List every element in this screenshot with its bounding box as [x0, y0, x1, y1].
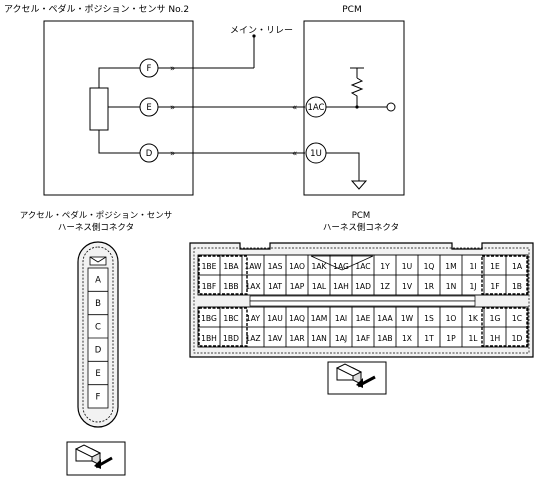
svg-text:»: » — [170, 149, 175, 159]
pcm-pin-1aq: 1AQ — [289, 314, 305, 323]
svg-text:1AC: 1AC — [307, 103, 324, 113]
pcm-pin-1ai: 1AI — [335, 314, 347, 323]
sensor-box — [43, 20, 194, 196]
pcm-pin-1bc: 1BC — [223, 314, 238, 323]
pcm-pin-1ao: 1AO — [289, 262, 305, 271]
left-connector-caption-1: アクセル・ペダル・ポジション・センサ — [20, 210, 173, 221]
svg-text:D: D — [146, 149, 153, 159]
pcm-pin-1m: 1M — [445, 262, 456, 271]
pcm-pullup-resistor — [350, 77, 364, 107]
connector-view-icon-pcm — [327, 361, 387, 395]
pcm-pin-1ah: 1AH — [333, 282, 349, 291]
left-connector-caption-2: ハーネス側コネクタ — [58, 222, 134, 233]
pcm-pin-1bb: 1BB — [223, 282, 238, 291]
pcm-pin-1al: 1AL — [312, 282, 327, 291]
pcm-pin-1bf: 1BF — [202, 282, 216, 291]
pcm-pin-1g: 1G — [490, 314, 501, 323]
pcm-pin-1y: 1Y — [380, 262, 390, 271]
pcm-pin-1i: 1I — [469, 262, 476, 271]
svg-text:1U: 1U — [310, 149, 322, 159]
sensor-title: アクセル・ペダル・ポジション・センサ No.2 — [4, 3, 189, 15]
pcm-pin-1bd: 1BD — [223, 334, 239, 343]
svg-text:F: F — [147, 64, 152, 74]
pcm-pin-1aa: 1AA — [377, 314, 393, 323]
pcm-pin-1c: 1C — [512, 314, 522, 323]
pcm-pin-1aj: 1AJ — [335, 334, 347, 343]
pcm-pin-1az: 1AZ — [245, 334, 260, 343]
pcm-pin-1r: 1R — [424, 282, 435, 291]
pcm-pin-1am: 1AM — [311, 314, 328, 323]
pcm-reference-output — [386, 102, 396, 112]
pcm-pin-1e: 1E — [490, 262, 500, 271]
pcm-pin-1l: 1L — [468, 334, 478, 343]
pcm-pin-1p: 1P — [446, 334, 456, 343]
pcm-pin-1f: 1F — [490, 282, 499, 291]
svg-text:E: E — [146, 103, 151, 113]
pcm-pin-1d: 1D — [512, 334, 523, 343]
pcm-title: PCM — [342, 5, 361, 15]
pcm-pin-1ab: 1AB — [377, 334, 392, 343]
pcm-pin-1as: 1AS — [268, 262, 283, 271]
sensor-pin-e: E — [95, 369, 100, 379]
pcm-pin-1z: 1Z — [380, 282, 390, 291]
pcm-box — [303, 20, 405, 196]
pcm-pin-1at: 1AT — [268, 282, 282, 291]
pcm-pin-1av: 1AV — [268, 334, 284, 343]
pcm-pin-1ad: 1AD — [355, 282, 371, 291]
pcm-pin-1ay: 1AY — [246, 314, 260, 323]
sensor-pin-a: A — [95, 276, 101, 286]
pcm-pin-1ar: 1AR — [289, 334, 305, 343]
pcm-pin-1v: 1V — [402, 282, 413, 291]
pcm-pin-1u: 1U — [402, 262, 412, 271]
svg-text:»: » — [170, 64, 175, 74]
pcm-pin-1ae: 1AE — [356, 314, 371, 323]
pcm-pin-1ak: 1AK — [311, 262, 327, 271]
sensor-pin-b: B — [95, 299, 101, 309]
pcm-pin-1h: 1H — [490, 334, 501, 343]
pcm-pin-1t: 1T — [424, 334, 434, 343]
pcm-pin-1aw: 1AW — [244, 262, 262, 271]
pcm-pin-1a: 1A — [512, 262, 523, 271]
pcm-pin-1q: 1Q — [424, 262, 435, 271]
pcm-pin-1bg: 1BG — [201, 314, 217, 323]
pcm-pin-1o: 1O — [446, 314, 457, 323]
sensor-pin-f: F — [96, 392, 101, 402]
right-connector-caption-1: PCM — [352, 211, 370, 221]
pcm-pin-1af: 1AF — [356, 334, 370, 343]
pcm-pin-1ac: 1AC — [355, 262, 370, 271]
svg-text:«: « — [292, 149, 297, 159]
pcm-pin-1ag: 1AG — [333, 262, 349, 271]
sensor-resistor — [89, 87, 109, 131]
svg-text:«: « — [292, 103, 297, 113]
pcm-pin-1au: 1AU — [267, 314, 283, 323]
ground-icon — [350, 180, 368, 190]
pcm-pin-1w: 1W — [401, 314, 414, 323]
pcm-pin-1an: 1AN — [311, 334, 327, 343]
sensor-pin-c: C — [95, 322, 101, 332]
pcm-pin-1ba: 1BA — [223, 262, 239, 271]
main-relay-label: メイン・リレー — [230, 26, 293, 36]
pcm-pin-1n: 1N — [446, 282, 457, 291]
svg-text:»: » — [170, 103, 175, 113]
pcm-pin-1j: 1J — [469, 282, 476, 291]
connector-view-icon — [66, 441, 126, 476]
pcm-pin-1b: 1B — [512, 282, 522, 291]
pcm-pin-1x: 1X — [402, 334, 412, 343]
pcm-pin-1bh: 1BH — [201, 334, 217, 343]
pcm-pin-1be: 1BE — [202, 262, 217, 271]
pcm-pin-1ax: 1AX — [245, 282, 260, 291]
pcm-pin-1s: 1S — [424, 314, 434, 323]
pcm-pin-1k: 1K — [468, 314, 479, 323]
sensor-pin-d: D — [95, 346, 102, 356]
pcm-pin-1ap: 1AP — [290, 282, 305, 291]
right-connector-caption-2: ハーネス側コネクタ — [323, 222, 399, 233]
